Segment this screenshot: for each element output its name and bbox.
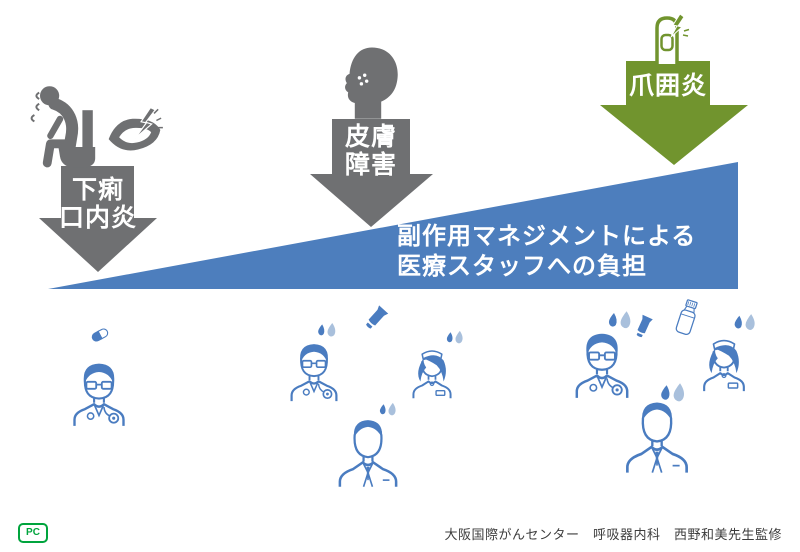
skin-arrow	[310, 119, 433, 227]
credit-text: 大阪国際がんセンター 呼吸器内科 西野和美先生監修	[444, 527, 782, 542]
sweat-drops-icon-pharmacist2	[377, 401, 399, 425]
diarrhea-arrow	[39, 166, 157, 272]
skin-arrow-label: 皮膚 障害	[331, 123, 411, 179]
mouth-lightning-icon	[103, 104, 165, 160]
head-profile-dots-icon	[335, 45, 401, 120]
diarrhea-arrow-label: 下痢 口内炎	[40, 176, 156, 232]
toilet-person-icon	[27, 83, 109, 175]
paronychia-arrow-label: 爪囲炎	[601, 72, 735, 100]
paronychia-label-line1: 爪囲炎	[628, 72, 707, 100]
capsule-icon	[83, 316, 117, 354]
sweat-drops-icon-nurse2	[444, 330, 466, 352]
paronychia-arrow	[600, 61, 748, 165]
ointment-tube-icon-group3	[630, 292, 670, 340]
diarrhea-label-line2: 口内炎	[58, 204, 137, 232]
doctor-icon-group1	[64, 352, 134, 434]
skin-label-line1: 皮膚	[344, 123, 397, 151]
wedge-title: 副作用マネジメントによる 医療スタッフへの負担	[397, 222, 696, 282]
sweat-drops-icon-pharmacist3	[657, 382, 689, 414]
finger-nail-lightning-icon	[642, 14, 692, 64]
sweat-drops-icon-nurse3	[731, 313, 759, 341]
burden-wedge-triangle	[48, 162, 738, 289]
diarrhea-label-line1: 下痢	[71, 176, 124, 204]
ointment-tube-icon-group2	[354, 296, 398, 340]
sweat-drops-icon-doctor2	[315, 322, 339, 346]
skin-label-line2: 障害	[344, 151, 397, 179]
wedge-title-line2: 医療スタッフへの負担	[397, 253, 647, 280]
wedge-title-line1: 副作用マネジメントによる	[397, 223, 697, 250]
pc-logo: PC	[18, 523, 48, 543]
